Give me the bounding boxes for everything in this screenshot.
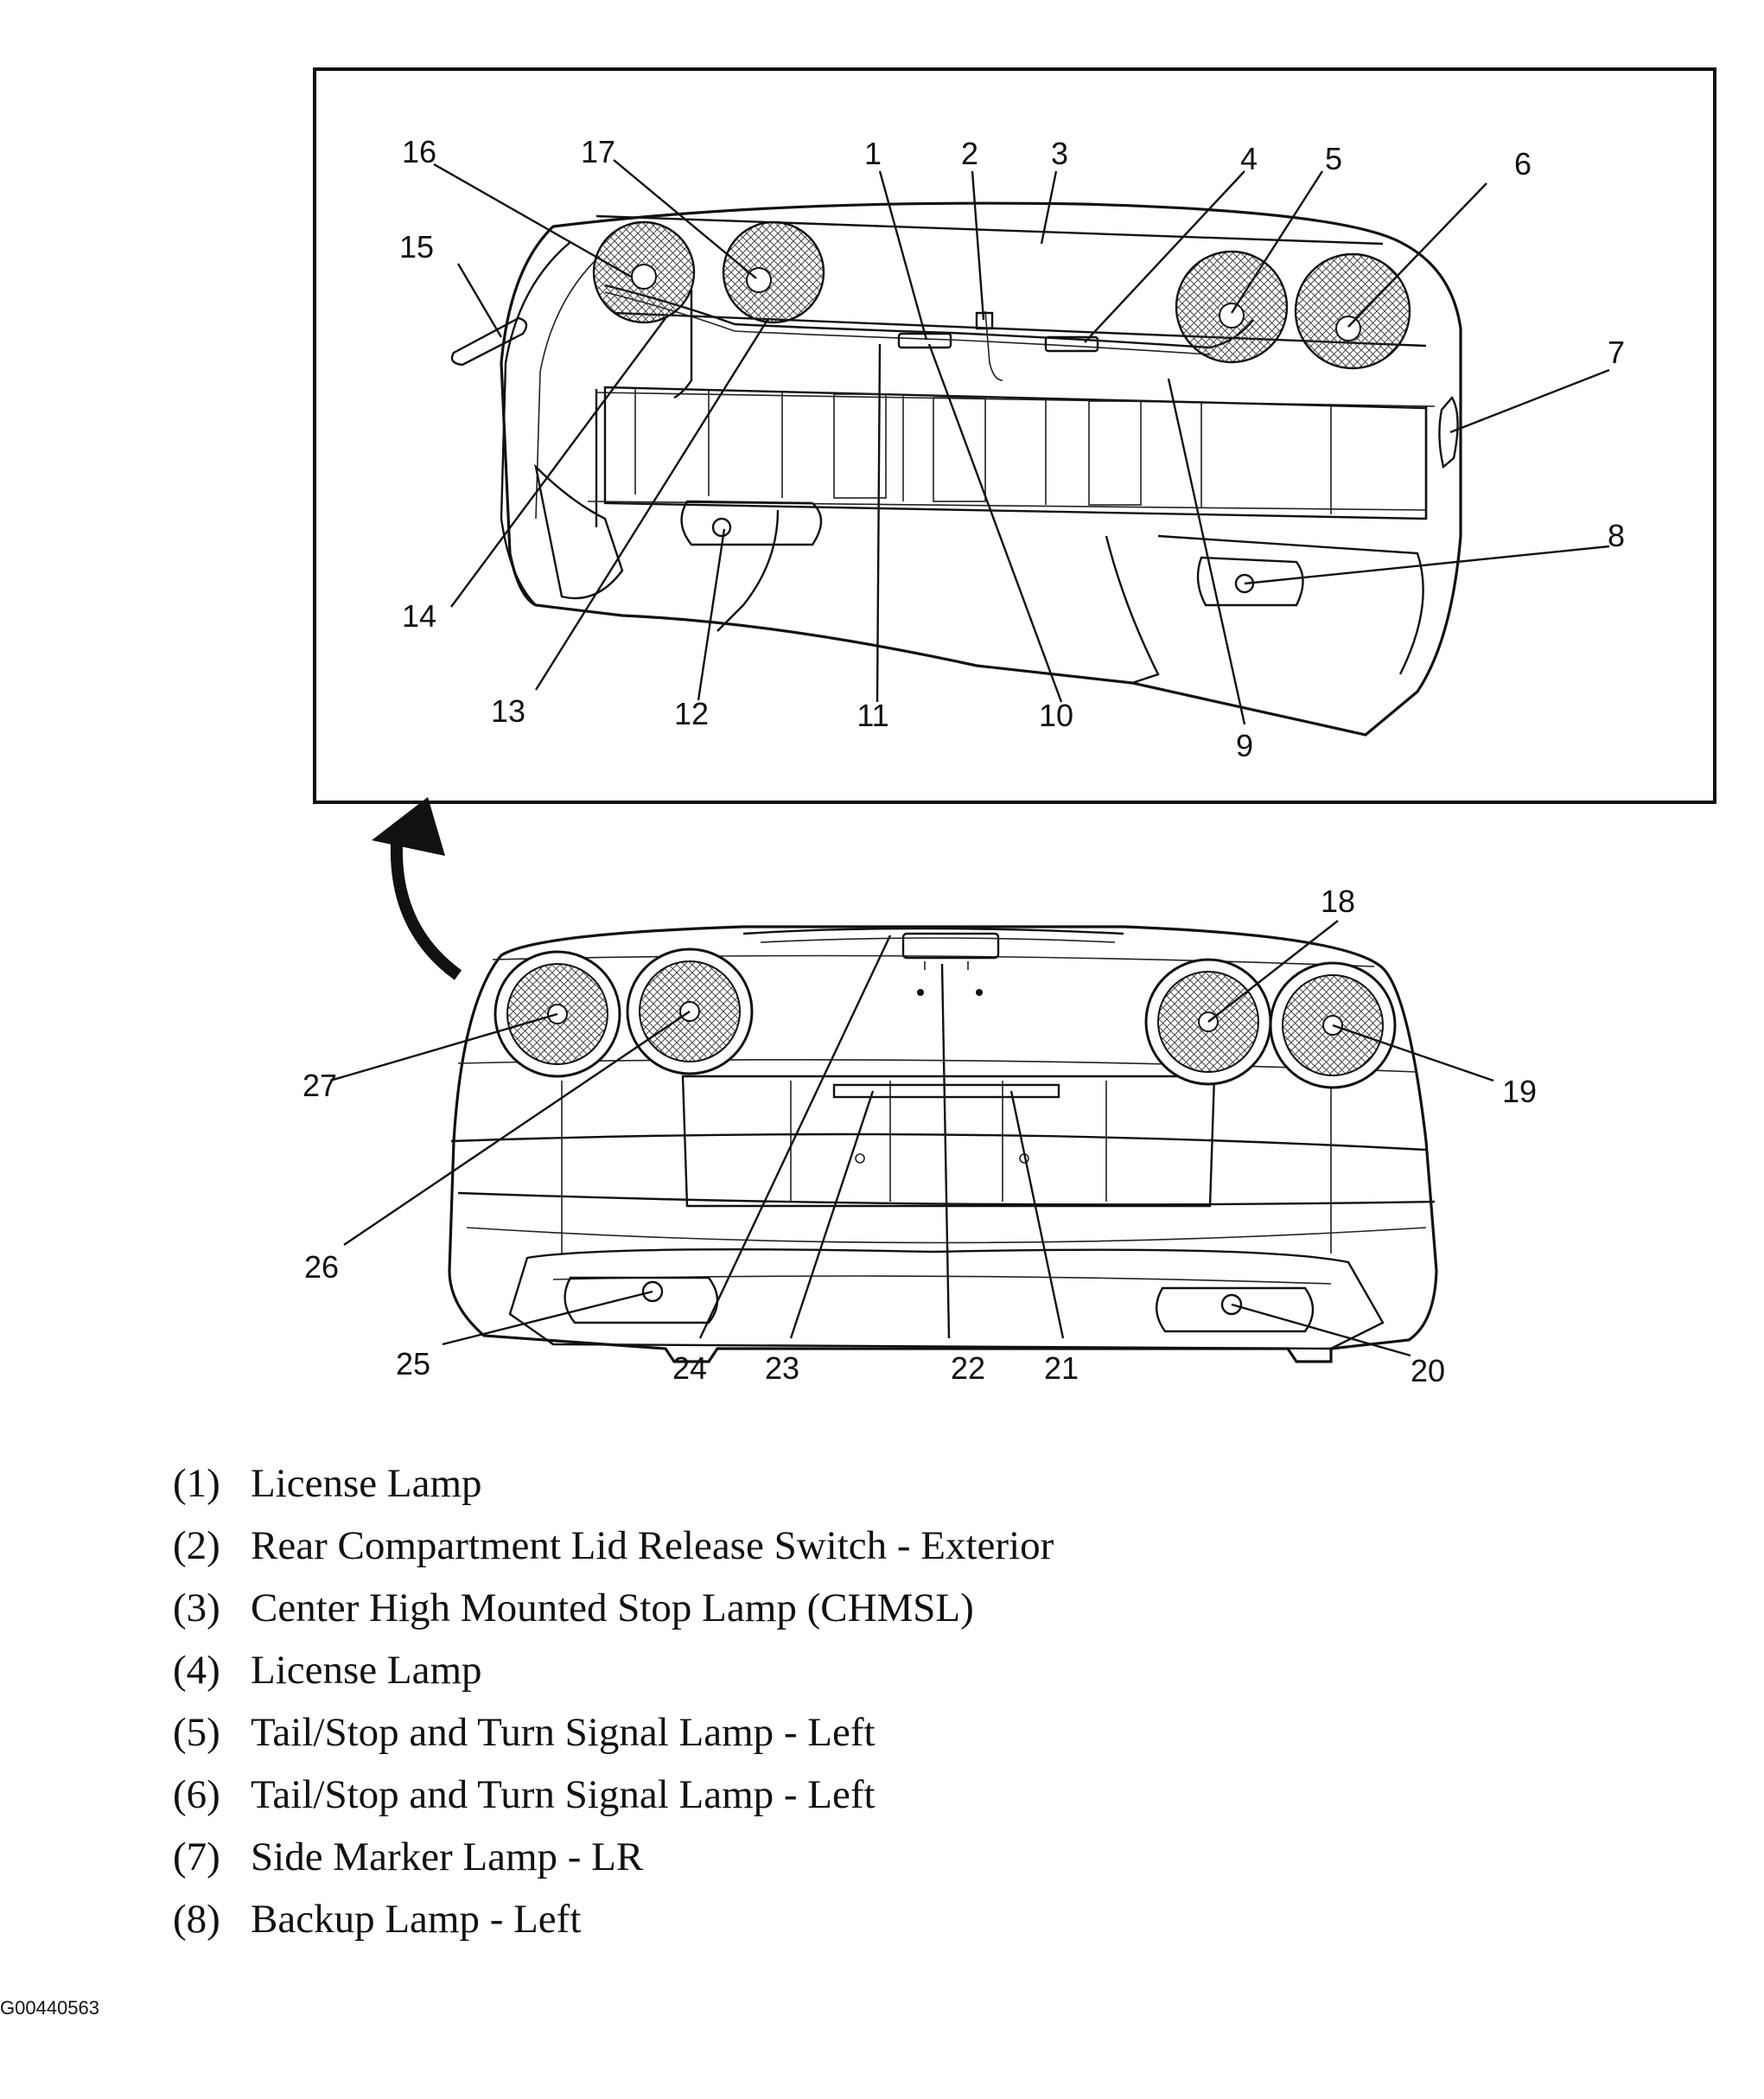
callout-13: 13: [491, 693, 525, 729]
tail-lamp-16: [592, 220, 696, 324]
release-switch-2: [975, 311, 994, 330]
legend-item: (8) Backup Lamp - Left: [173, 1888, 1054, 1950]
tail-lamp-17: [722, 220, 825, 324]
tail-lamp-6: [1294, 252, 1411, 370]
callout-16: 16: [402, 134, 436, 169]
callout-labels: 1 2 3 4 5 6 7 8 9 10 11 12 13 14 15 16 1…: [302, 134, 1625, 1388]
legend-label: Tail/Stop and Turn Signal Lamp - Left: [251, 1710, 876, 1755]
backup-lamp-25: [641, 1280, 664, 1303]
legend-label: Tail/Stop and Turn Signal Lamp - Left: [251, 1772, 876, 1817]
backup-lamp-20: [1220, 1293, 1243, 1316]
callout-3: 3: [1051, 136, 1068, 171]
figure-id: G00440563: [0, 1997, 99, 2019]
legend-item: (6) Tail/Stop and Turn Signal Lamp - Left: [173, 1764, 1054, 1826]
legend-label: License Lamp: [251, 1648, 482, 1693]
view-arrow: [372, 797, 462, 980]
callout-24: 24: [672, 1350, 707, 1386]
legend-num: (3): [173, 1585, 220, 1630]
legend-label: Backup Lamp - Left: [251, 1897, 582, 1942]
legend-num: (6): [173, 1772, 220, 1817]
legend-num: (8): [173, 1897, 220, 1942]
exterior-leaders: [329, 920, 1494, 1357]
legend-label: Rear Compartment Lid Release Switch - Ex…: [251, 1523, 1054, 1568]
license-lamp-4: [1044, 335, 1099, 353]
legend-label: Side Marker Lamp - LR: [251, 1834, 644, 1879]
callout-4: 4: [1240, 141, 1258, 176]
legend-label: Center High Mounted Stop Lamp (CHMSL): [251, 1585, 974, 1630]
callout-10: 10: [1039, 698, 1073, 733]
legend-item: (7) Side Marker Lamp - LR: [173, 1826, 1054, 1888]
legend-num: (4): [173, 1648, 220, 1693]
legend-item: (4) License Lamp: [173, 1639, 1054, 1701]
legend-num: (2): [173, 1523, 220, 1568]
callout-18: 18: [1321, 884, 1355, 919]
callout-1: 1: [864, 136, 882, 171]
callout-20: 20: [1411, 1353, 1445, 1388]
callout-23: 23: [765, 1350, 799, 1386]
legend-num: (7): [173, 1834, 220, 1879]
callout-17: 17: [581, 134, 615, 169]
callout-11: 11: [857, 698, 888, 733]
detail-view: [313, 67, 1716, 804]
callout-7: 7: [1608, 335, 1625, 370]
legend-item: (3) Center High Mounted Stop Lamp (CHMSL): [173, 1577, 1054, 1639]
legend-label: License Lamp: [251, 1461, 482, 1506]
legend-list: (1) License Lamp (2) Rear Compartment Lid …: [173, 1452, 1054, 1950]
callout-19: 19: [1502, 1074, 1537, 1109]
detail-leaders: [433, 159, 1610, 725]
callout-21: 21: [1044, 1350, 1079, 1386]
callout-9: 9: [1236, 728, 1253, 763]
callout-2: 2: [961, 136, 978, 171]
tail-lamp-5: [1175, 250, 1289, 364]
callout-12: 12: [674, 696, 709, 731]
legend-item: (2) Rear Compartment Lid Release Switch -…: [173, 1515, 1054, 1577]
detail-frame: [313, 67, 1716, 804]
exterior-view: [329, 920, 1494, 1363]
callout-6: 6: [1514, 146, 1532, 182]
callout-27: 27: [302, 1068, 337, 1103]
callout-26: 26: [304, 1249, 339, 1285]
callout-25: 25: [396, 1346, 430, 1381]
legend-num: (5): [173, 1710, 220, 1755]
callout-22: 22: [951, 1350, 985, 1386]
side-marker-7: [1438, 395, 1459, 469]
legend-num: (1): [173, 1461, 220, 1506]
legend-item: (1) License Lamp: [173, 1452, 1054, 1515]
callout-5: 5: [1325, 141, 1342, 176]
callout-8: 8: [1608, 518, 1625, 553]
side-marker-15: [450, 316, 528, 367]
callout-15: 15: [399, 229, 434, 265]
callout-14: 14: [402, 598, 436, 634]
legend-item: (5) Tail/Stop and Turn Signal Lamp - Left: [173, 1701, 1054, 1764]
